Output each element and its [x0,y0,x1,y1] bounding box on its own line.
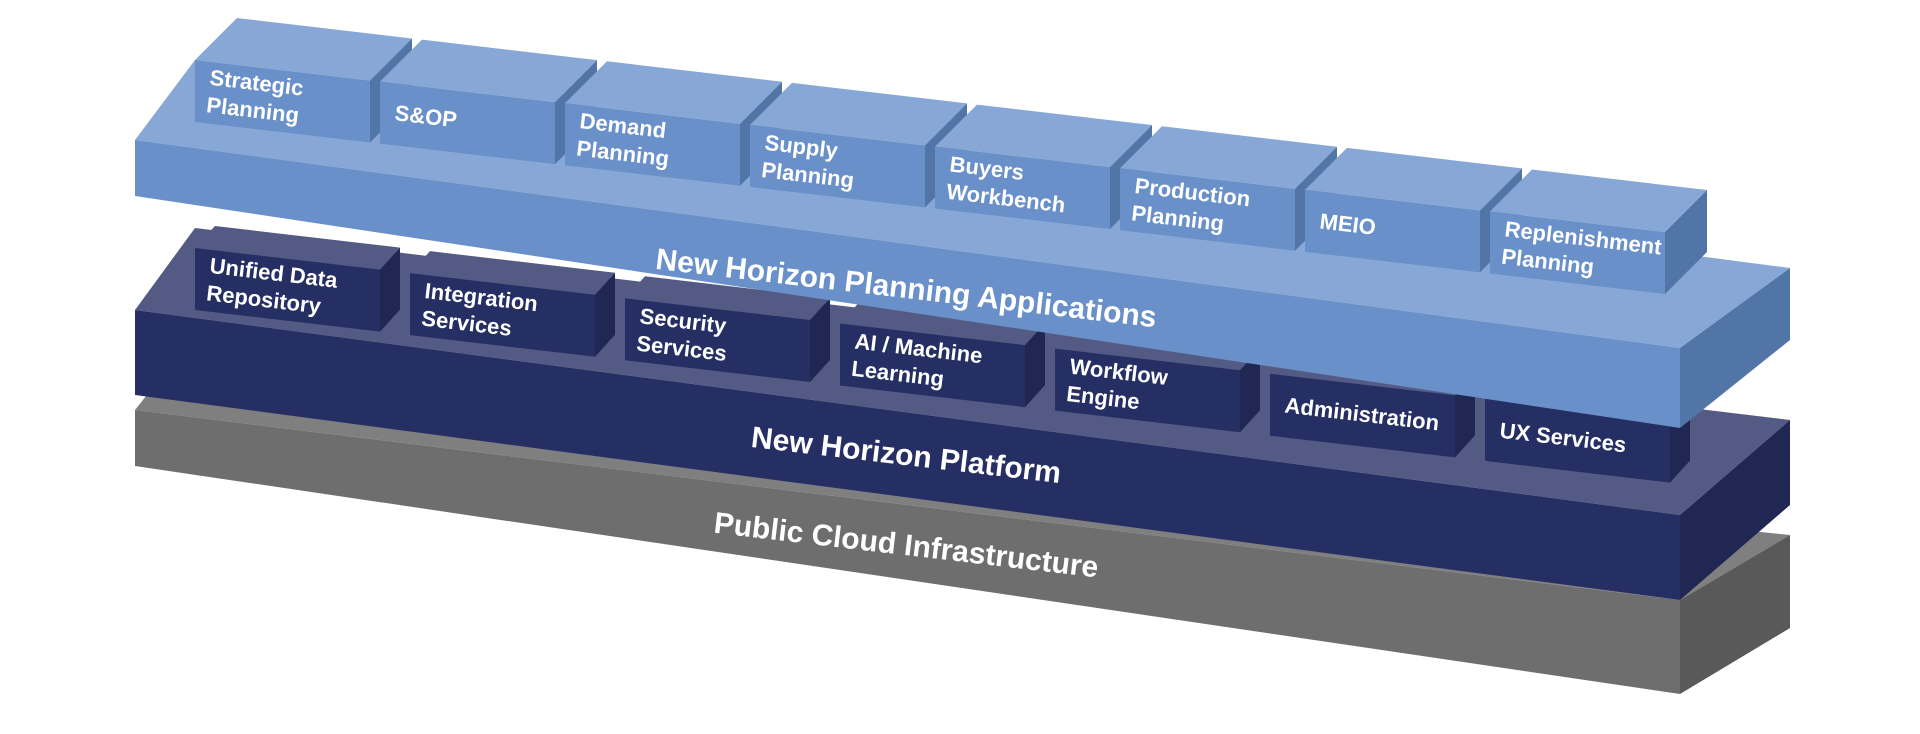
platform-front-face [135,310,1680,600]
block-front-face [1055,348,1240,433]
block-front-face [1120,168,1295,251]
block-front-face [935,146,1110,230]
applications-block-label: ProductionPlanning [1130,173,1251,239]
block-side-face [595,272,615,357]
applications-block: S&OP [380,39,597,165]
block-side-face [1025,323,1045,408]
applications-block: BuyersWorkbench [935,104,1152,230]
block-front-face [1485,398,1670,483]
platform-block: SecurityServices [625,276,830,382]
block-top-face [1305,147,1522,211]
block-top-face [380,39,597,103]
platform-block: IntegrationServices [410,251,615,357]
block-top-face [1490,169,1707,232]
block-front-face [1305,189,1480,273]
applications-block: MEIO [1305,147,1522,273]
applications-front-face [135,140,1680,428]
block-top-face [410,251,615,295]
block-front-face [195,60,370,143]
block-top-face [195,226,400,270]
block-front-face [625,298,810,382]
block-top-face [750,82,967,146]
infrastructure-front-face [135,410,1680,694]
platform-block: Unified DataRepository [195,226,400,332]
block-front-face [840,323,1025,408]
block-top-face [1120,126,1337,189]
applications-side-face [1680,268,1790,428]
block-side-face [380,247,400,332]
block-side-face [810,297,830,382]
block-front-face [565,103,740,186]
block-front-face [1490,211,1665,294]
block-top-face [195,18,412,81]
applications-block: SupplyPlanning [750,82,967,208]
block-front-face [410,273,595,357]
platform-block: AI / MachineLearning [840,301,1045,408]
applications-block-label: SupplyPlanning [760,130,858,193]
block-side-face [1665,189,1707,294]
block-top-face [840,301,1045,346]
block-side-face [1240,348,1260,433]
applications-block: DemandPlanning [565,61,782,186]
block-front-face [195,248,380,332]
infrastructure-side-face [1680,535,1790,694]
applications-layer: New Horizon Planning ApplicationsStrateg… [135,18,1790,428]
applications-block: ReplenishmentPlanning [1490,169,1707,294]
block-front-face [380,81,555,165]
block-top-face [625,276,830,320]
platform-side-face [1680,420,1790,600]
block-top-face [935,104,1152,168]
block-front-face [1270,373,1455,458]
applications-block: StrategicPlanning [195,18,412,143]
applications-block: ProductionPlanning [1120,126,1337,251]
block-top-face [565,61,782,124]
block-front-face [750,124,925,208]
